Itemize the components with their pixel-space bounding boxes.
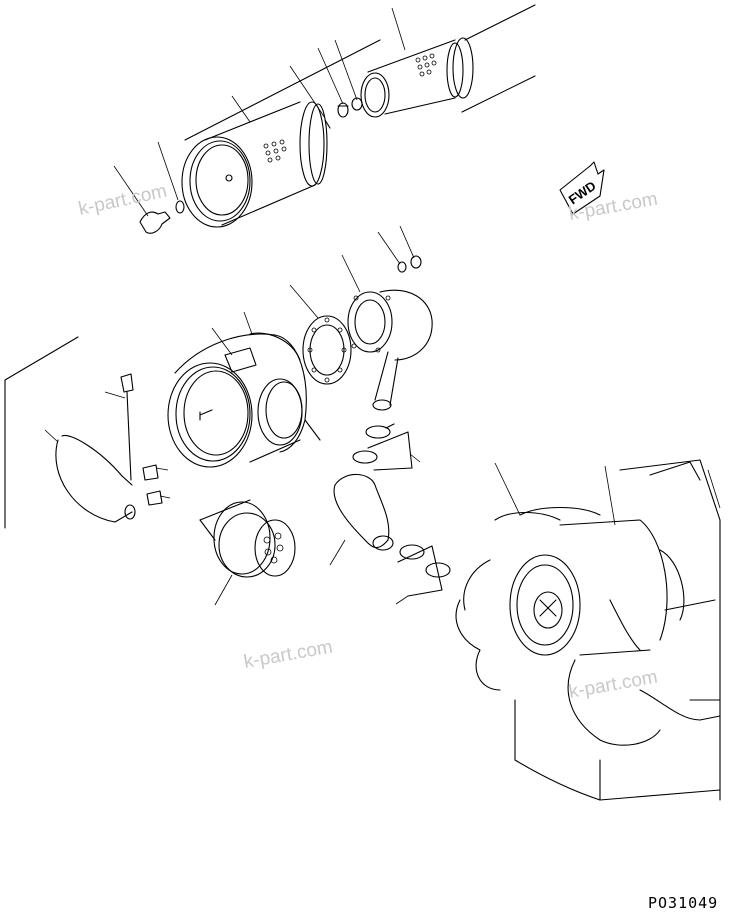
leader-lines <box>44 7 721 606</box>
wing-nut-and-washer-top <box>324 97 363 129</box>
hose-clamps-lower <box>397 544 451 597</box>
dust-cup <box>199 419 321 578</box>
intake-hose <box>333 473 394 551</box>
outer-element <box>181 101 328 228</box>
air-cleaner-body <box>167 332 307 468</box>
mid-left-band <box>4 336 79 529</box>
hose-clamps-upper <box>352 423 413 471</box>
band-clamp <box>55 434 136 523</box>
mounting-bolt <box>120 373 134 481</box>
watermark-3: k-part.com <box>242 637 334 673</box>
watermark-4: k-part.com <box>567 667 659 703</box>
perforation-holes-outer <box>263 139 287 163</box>
figure-code: PO31049 <box>648 894 718 912</box>
engine-assembly <box>455 459 721 801</box>
top-assembly-band <box>184 4 536 141</box>
watermark-1: k-part.com <box>77 181 169 220</box>
perforation-holes <box>415 53 437 77</box>
inner-safety-element <box>360 37 474 118</box>
watermarks: k-part.com k-part.com k-part.com k-part.… <box>77 181 660 703</box>
outlet-elbow <box>347 289 433 411</box>
bushings <box>142 464 163 506</box>
nuts-upper <box>397 255 422 273</box>
gasket <box>302 315 352 385</box>
